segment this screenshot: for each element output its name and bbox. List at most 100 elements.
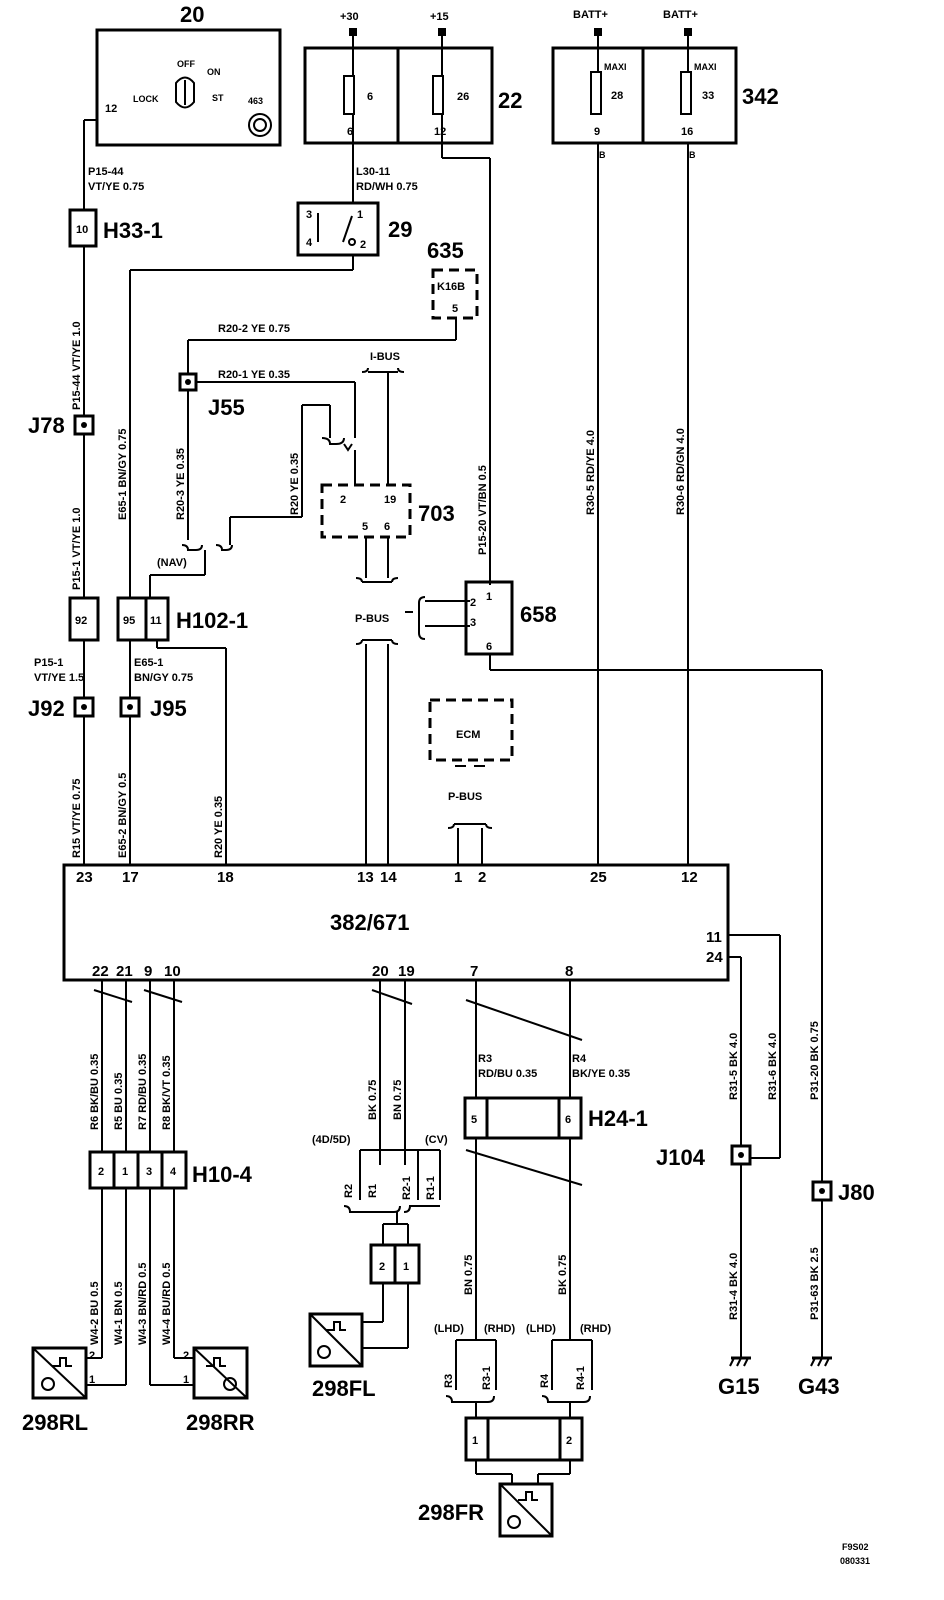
svg-text:OFF: OFF xyxy=(177,59,195,69)
fuse-box-342-number: 342 xyxy=(742,84,779,109)
terminal-30-label: +30 xyxy=(340,11,359,23)
svg-text:R4-1: R4-1 xyxy=(575,1366,587,1390)
svg-text:2: 2 xyxy=(89,1350,95,1362)
svg-text:2: 2 xyxy=(340,494,346,506)
drawing-code-2: 080331 xyxy=(840,1556,870,1566)
svg-text:24: 24 xyxy=(706,949,723,966)
gear-icon xyxy=(41,1377,55,1391)
svg-text:1: 1 xyxy=(403,1261,409,1273)
svg-text:8: 8 xyxy=(565,963,573,980)
svg-text:95: 95 xyxy=(123,615,135,627)
svg-text:J78: J78 xyxy=(28,413,65,438)
svg-text:5: 5 xyxy=(362,521,368,533)
svg-text:R2: R2 xyxy=(343,1184,355,1198)
svg-text:ST: ST xyxy=(212,93,224,103)
svg-text:7: 7 xyxy=(470,963,478,980)
svg-text:R5 BU 0.35: R5 BU 0.35 xyxy=(113,1073,125,1130)
svg-text:R3: R3 xyxy=(478,1053,492,1065)
junction-j104: J104 xyxy=(656,1144,752,1170)
ignition-switch-number: 20 xyxy=(180,2,204,27)
svg-text:ON: ON xyxy=(207,67,221,77)
ignition-switch: 20 OFF ON LOCK ST 463 12 xyxy=(95,2,282,147)
svg-text:P15-1: P15-1 xyxy=(34,657,63,669)
svg-text:RD/WH 0.75: RD/WH 0.75 xyxy=(356,181,418,193)
svg-text:9: 9 xyxy=(144,963,152,980)
module-703-number: 703 xyxy=(418,501,455,526)
svg-text:R20-2 YE 0.75: R20-2 YE 0.75 xyxy=(218,323,290,335)
gear-icon xyxy=(507,1515,521,1529)
svg-text:(RHD): (RHD) xyxy=(484,1323,515,1335)
svg-text:R6 BK/BU 0.35: R6 BK/BU 0.35 xyxy=(89,1054,101,1130)
svg-text:B: B xyxy=(599,150,606,160)
svg-text:R3: R3 xyxy=(443,1374,455,1388)
svg-text:19: 19 xyxy=(398,963,415,980)
connector-h24-1-label: H24-1 xyxy=(588,1106,648,1131)
svg-text:4: 4 xyxy=(170,1166,177,1178)
svg-text:R15 VT/YE 0.75: R15 VT/YE 0.75 xyxy=(71,779,83,859)
connector-h10-4: 2 1 3 4 H10-4 xyxy=(88,1150,253,1190)
lamp-icon xyxy=(248,113,272,137)
svg-text:(LHD): (LHD) xyxy=(526,1323,556,1335)
svg-text:12: 12 xyxy=(434,126,446,138)
svg-text:G15: G15 xyxy=(718,1374,760,1399)
main-module: 23 17 18 13 14 1 2 25 12 382/671 11 24 2… xyxy=(62,863,730,982)
svg-text:ECM: ECM xyxy=(456,729,480,741)
svg-text:BK 0.75: BK 0.75 xyxy=(557,1255,569,1295)
svg-text:33: 33 xyxy=(702,90,714,102)
svg-text:MAXI: MAXI xyxy=(604,62,627,72)
svg-text:(RHD): (RHD) xyxy=(580,1323,611,1335)
svg-text:1: 1 xyxy=(472,1435,478,1447)
svg-text:R31-4 BK 4.0: R31-4 BK 4.0 xyxy=(728,1253,740,1320)
module-635-number: 635 xyxy=(427,238,464,263)
svg-text:12: 12 xyxy=(105,103,117,115)
svg-text:9: 9 xyxy=(594,126,600,138)
svg-text:W4-1 BN 0.5: W4-1 BN 0.5 xyxy=(113,1281,125,1345)
svg-text:1: 1 xyxy=(89,1374,95,1386)
svg-text:K16B: K16B xyxy=(437,281,465,293)
svg-text:298FL: 298FL xyxy=(312,1376,376,1401)
wheel-sensor-fr: 298FR xyxy=(418,1482,554,1538)
svg-text:BN 0.75: BN 0.75 xyxy=(392,1080,404,1120)
svg-text:R2-1: R2-1 xyxy=(401,1176,413,1200)
svg-text:B: B xyxy=(689,150,696,160)
svg-text:MAXI: MAXI xyxy=(694,62,717,72)
gear-icon xyxy=(317,1345,331,1359)
svg-text:20: 20 xyxy=(372,963,389,980)
svg-text:J55: J55 xyxy=(208,395,245,420)
svg-text:16: 16 xyxy=(681,126,693,138)
svg-text:(4D/5D): (4D/5D) xyxy=(312,1134,351,1146)
wheel-sensor-fl: 298FL xyxy=(308,1312,376,1401)
svg-text:12: 12 xyxy=(681,869,698,886)
connector-h33-1: 10 H33-1 xyxy=(68,208,163,248)
svg-text:92: 92 xyxy=(75,615,87,627)
svg-text:(CV): (CV) xyxy=(425,1134,448,1146)
connector-298fl: 2 1 xyxy=(369,1243,421,1285)
svg-text:P15-44: P15-44 xyxy=(88,166,124,178)
svg-text:28: 28 xyxy=(611,90,623,102)
main-module-number: 382/671 xyxy=(330,910,410,935)
svg-text:BK 0.75: BK 0.75 xyxy=(367,1080,379,1120)
module-658-number: 658 xyxy=(520,602,557,627)
svg-text:R30-6 RD/GN 4.0: R30-6 RD/GN 4.0 xyxy=(675,428,687,515)
svg-text:R20-3 YE 0.35: R20-3 YE 0.35 xyxy=(175,448,187,520)
svg-text:25: 25 xyxy=(590,869,607,886)
svg-text:VT/YE 1.5: VT/YE 1.5 xyxy=(34,672,84,684)
module-ecm: ECM xyxy=(428,698,514,767)
svg-text:P15-1 VT/YE 1.0: P15-1 VT/YE 1.0 xyxy=(71,507,83,590)
svg-text:2: 2 xyxy=(566,1435,572,1447)
svg-text:3: 3 xyxy=(306,209,312,221)
module-703: 2 19 5 6 703 xyxy=(320,483,455,539)
svg-text:298FR: 298FR xyxy=(418,1500,484,1525)
junction-j78: J78 xyxy=(28,413,95,438)
drawing-code-1: F9S02 xyxy=(842,1542,869,1552)
svg-text:R31-6 BK 4.0: R31-6 BK 4.0 xyxy=(767,1033,779,1100)
wheel-sensor-rl: 2 1 298RL xyxy=(22,1346,95,1435)
connector-h102-1: 92 95 11 H102-1 xyxy=(68,596,248,642)
svg-text:6: 6 xyxy=(347,126,353,138)
ground-g15: G15 xyxy=(718,1356,760,1399)
svg-text:R4: R4 xyxy=(572,1053,587,1065)
svg-text:P15-20 VT/BN 0.5: P15-20 VT/BN 0.5 xyxy=(477,465,489,555)
svg-text:J92: J92 xyxy=(28,696,65,721)
svg-text:18: 18 xyxy=(217,869,234,886)
svg-text:2: 2 xyxy=(470,597,476,609)
